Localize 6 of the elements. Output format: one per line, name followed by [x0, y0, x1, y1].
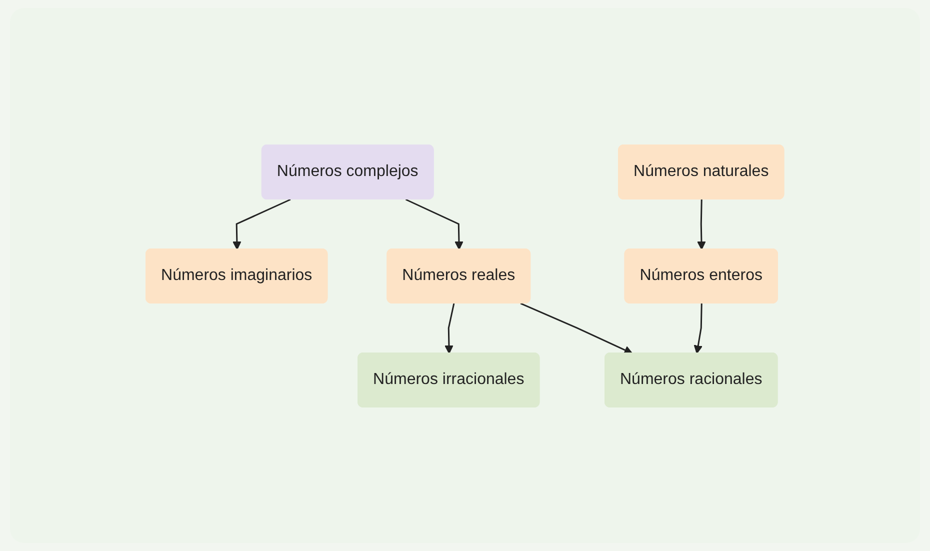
arrow	[694, 302, 703, 354]
arrow	[697, 198, 706, 250]
arrow	[232, 198, 291, 250]
arrow	[520, 302, 633, 354]
arrow	[444, 302, 455, 354]
arrow	[406, 198, 464, 250]
